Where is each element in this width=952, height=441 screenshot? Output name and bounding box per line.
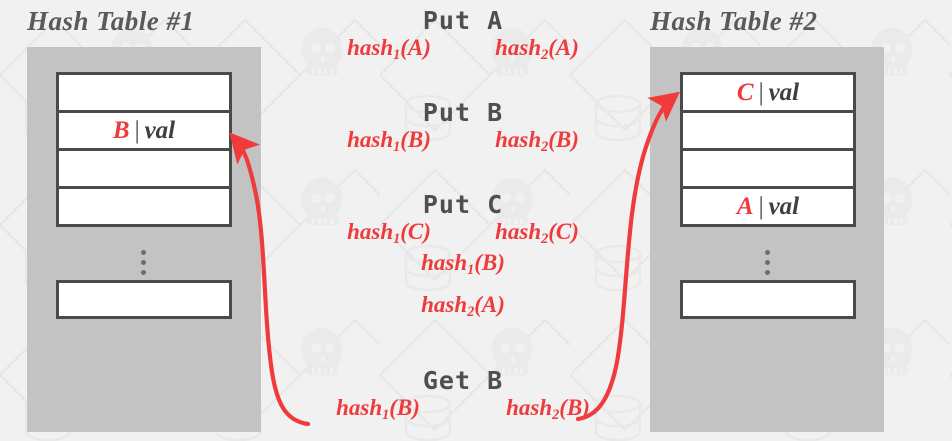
operation-evict-2-hashes: hash2(A) (278, 292, 648, 320)
operation-put-b-hashes: hash1(B) hash2(B) (278, 127, 648, 155)
right-table-cells: C|val A|val (680, 72, 856, 227)
hash1-b-put: hash1(B) (347, 127, 431, 155)
operation-evict-2: hash2(A) (278, 292, 648, 320)
operation-evict-1-hashes: hash1(B) (278, 250, 648, 278)
operation-put-a-label: Put A (422, 6, 504, 35)
right-cell-0-text: C|val (736, 79, 800, 106)
left-cell-0[interactable] (56, 72, 232, 113)
right-cell-3[interactable]: A|val (680, 186, 856, 227)
right-cell-1-text (763, 118, 773, 143)
left-table-title: Hash Table #1 (27, 6, 195, 36)
hash2-c: hash2(C) (495, 219, 579, 247)
left-cell-3-text (139, 194, 149, 219)
operation-put-c: Put C hash1(C) hash2(C) (278, 190, 648, 247)
operation-get-b-label: Get B (422, 366, 504, 395)
operation-put-a: Put A hash1(A) hash2(A) (278, 6, 648, 63)
operation-evict-1: hash1(B) (278, 250, 648, 278)
right-cell-2[interactable] (680, 148, 856, 189)
hash1-a: hash1(A) (347, 35, 431, 63)
left-cell-3[interactable] (56, 186, 232, 227)
left-table-cells: B|val (56, 72, 232, 227)
right-tail-cell-text (763, 287, 773, 312)
right-table-title: Hash Table #2 (650, 6, 818, 36)
operation-put-b: Put B hash1(B) hash2(B) (278, 98, 648, 155)
operation-put-c-hashes: hash1(C) hash2(C) (278, 219, 648, 247)
hash2-b-put: hash2(B) (495, 127, 579, 155)
right-table-tail-cell[interactable] (680, 280, 856, 319)
right-cell-0[interactable]: C|val (680, 72, 856, 113)
operation-get-b: Get B hash1(B) hash2(B) (278, 366, 648, 423)
left-table-ellipsis-icon (141, 250, 146, 275)
operation-put-b-label: Put B (422, 98, 504, 127)
hash1-c: hash1(C) (347, 219, 431, 247)
hash1-b-evict: hash1(B) (421, 250, 505, 278)
operation-get-b-hashes: hash1(B) hash2(B) (278, 395, 648, 423)
hash2-a-evict: hash2(A) (421, 292, 505, 320)
left-cell-1-text: B|val (112, 117, 176, 144)
left-cell-2[interactable] (56, 148, 232, 189)
hash2-b-get: hash2(B) (506, 395, 590, 423)
right-table-ellipsis-icon (765, 250, 770, 275)
operation-put-a-hashes: hash1(A) hash2(A) (278, 35, 648, 63)
right-cell-3-text: A|val (736, 193, 800, 220)
right-cell-2-text (763, 156, 773, 181)
operation-put-c-label: Put C (422, 190, 504, 219)
left-cell-0-text (139, 80, 149, 105)
hash2-a: hash2(A) (495, 35, 579, 63)
hash1-b-get: hash1(B) (336, 395, 420, 423)
right-cell-1[interactable] (680, 110, 856, 151)
left-table-tail-cell[interactable] (56, 280, 232, 319)
operation-sequence: Put A hash1(A) hash2(A) Put B hash1(B) h… (278, 0, 648, 441)
left-tail-cell-text (139, 287, 149, 312)
left-cell-1[interactable]: B|val (56, 110, 232, 151)
left-cell-2-text (139, 156, 149, 181)
